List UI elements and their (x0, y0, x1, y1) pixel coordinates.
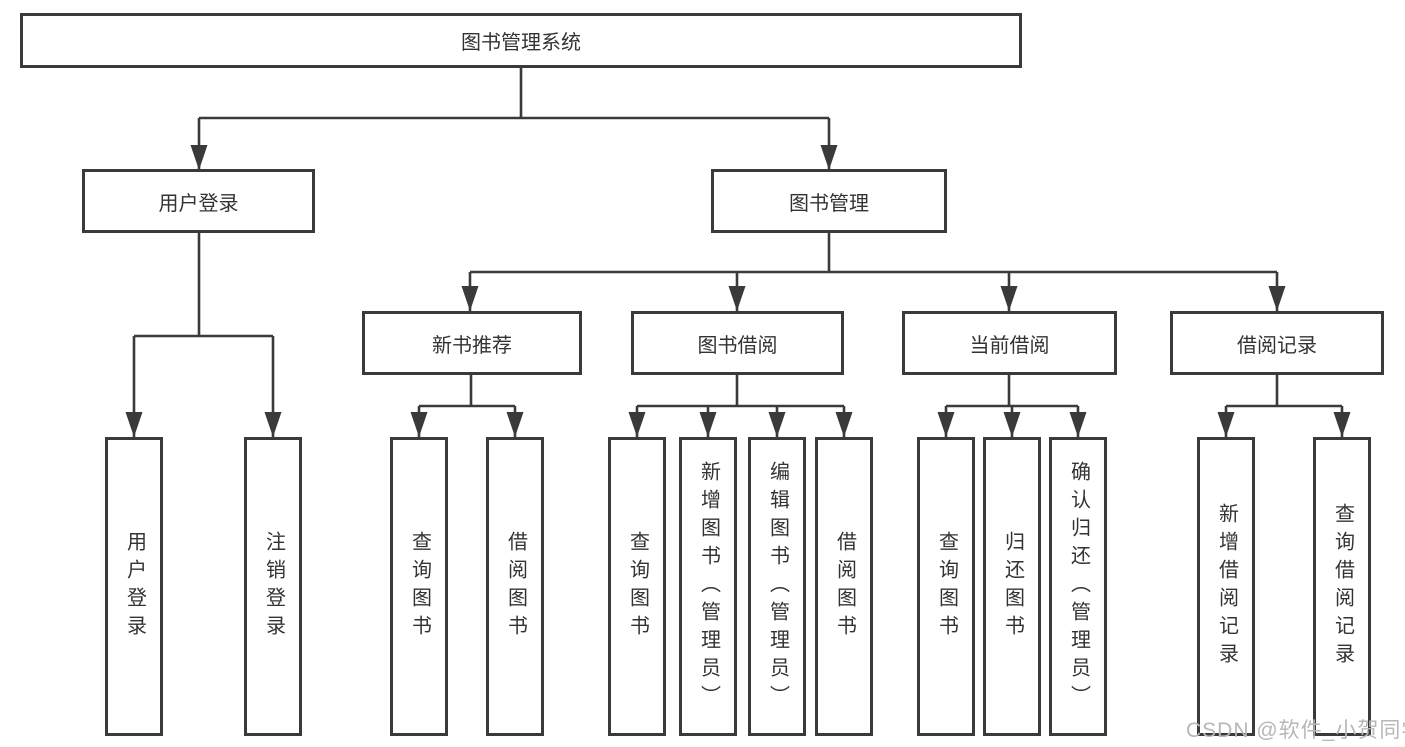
leaf-user-login: 用户登录 (105, 437, 163, 736)
node-label: 查询图书 (935, 530, 958, 643)
arrowhead (937, 412, 955, 437)
leaf-add-borrow-record: 新增借阅记录 (1197, 437, 1255, 736)
node-label: 用户登录 (123, 530, 146, 643)
arrowhead (728, 286, 746, 311)
arrowhead (835, 412, 853, 437)
leaf-borrow-books: 借阅图书 (815, 437, 873, 736)
node-label: 借阅图书 (504, 530, 527, 643)
connector-path (132, 68, 1344, 437)
node-label: 当前借阅 (969, 334, 1050, 357)
node-label: 借阅图书 (833, 530, 856, 643)
leaf-query-borrow-record: 查询借阅记录 (1313, 437, 1371, 736)
leaf-logout: 注销登录 (244, 437, 302, 736)
node-label: 图书管理系统 (461, 32, 581, 54)
node-label: 新书推荐 (432, 334, 512, 357)
arrowhead (820, 145, 838, 170)
node-label: 图书借阅 (697, 334, 778, 357)
leaf-query-books-borrow: 查询图书 (608, 437, 666, 736)
node-current-borrowing: 当前借阅 (902, 311, 1117, 375)
arrowhead (190, 145, 208, 170)
node-label: 新增图书（管理员） (697, 460, 720, 713)
arrowhead (1003, 412, 1021, 437)
arrowhead (125, 412, 143, 437)
csdn-watermark: CSDN @软件_小贺同学 (1186, 719, 1405, 742)
node-book-borrowing: 图书借阅 (631, 311, 844, 375)
arrowhead (1217, 412, 1235, 437)
arrowhead (264, 412, 282, 437)
arrowhead (699, 412, 717, 437)
leaf-query-books-current: 查询图书 (917, 437, 975, 736)
node-label: 用户登录 (158, 192, 239, 215)
arrowhead (1000, 286, 1018, 311)
arrowhead (1333, 412, 1351, 437)
node-user-login: 用户登录 (82, 169, 315, 233)
node-label: 注销登录 (262, 530, 285, 643)
node-label: 归还图书 (1001, 530, 1024, 643)
arrowhead (1268, 286, 1286, 311)
node-library-management-system: 图书管理系统 (20, 13, 1022, 68)
node-label: 查询借阅记录 (1331, 502, 1354, 671)
node-label: 借阅记录 (1237, 334, 1317, 357)
leaf-add-book-admin: 新增图书（管理员） (679, 437, 737, 736)
node-label: 查询图书 (408, 530, 431, 643)
node-book-management: 图书管理 (711, 169, 947, 233)
arrowhead (506, 412, 524, 437)
leaf-query-books-recommend: 查询图书 (390, 437, 448, 736)
leaf-return-book: 归还图书 (983, 437, 1041, 736)
node-label: 新增借阅记录 (1215, 502, 1238, 671)
arrowhead (628, 412, 646, 437)
node-new-book-recommendation: 新书推荐 (362, 311, 582, 375)
node-label: 编辑图书（管理员） (766, 460, 789, 713)
arrowhead (410, 412, 428, 437)
node-label: 图书管理 (789, 192, 869, 215)
arrowhead (768, 412, 786, 437)
arrowhead (1069, 412, 1087, 437)
node-label: 确认归还（管理员） (1067, 460, 1090, 713)
leaf-confirm-return-admin: 确认归还（管理员） (1049, 437, 1107, 736)
node-borrowing-records: 借阅记录 (1170, 311, 1384, 375)
leaf-edit-book-admin: 编辑图书（管理员） (748, 437, 806, 736)
arrowhead (461, 286, 479, 311)
node-label: 查询图书 (626, 530, 649, 643)
leaf-borrow-books-recommend: 借阅图书 (486, 437, 544, 736)
